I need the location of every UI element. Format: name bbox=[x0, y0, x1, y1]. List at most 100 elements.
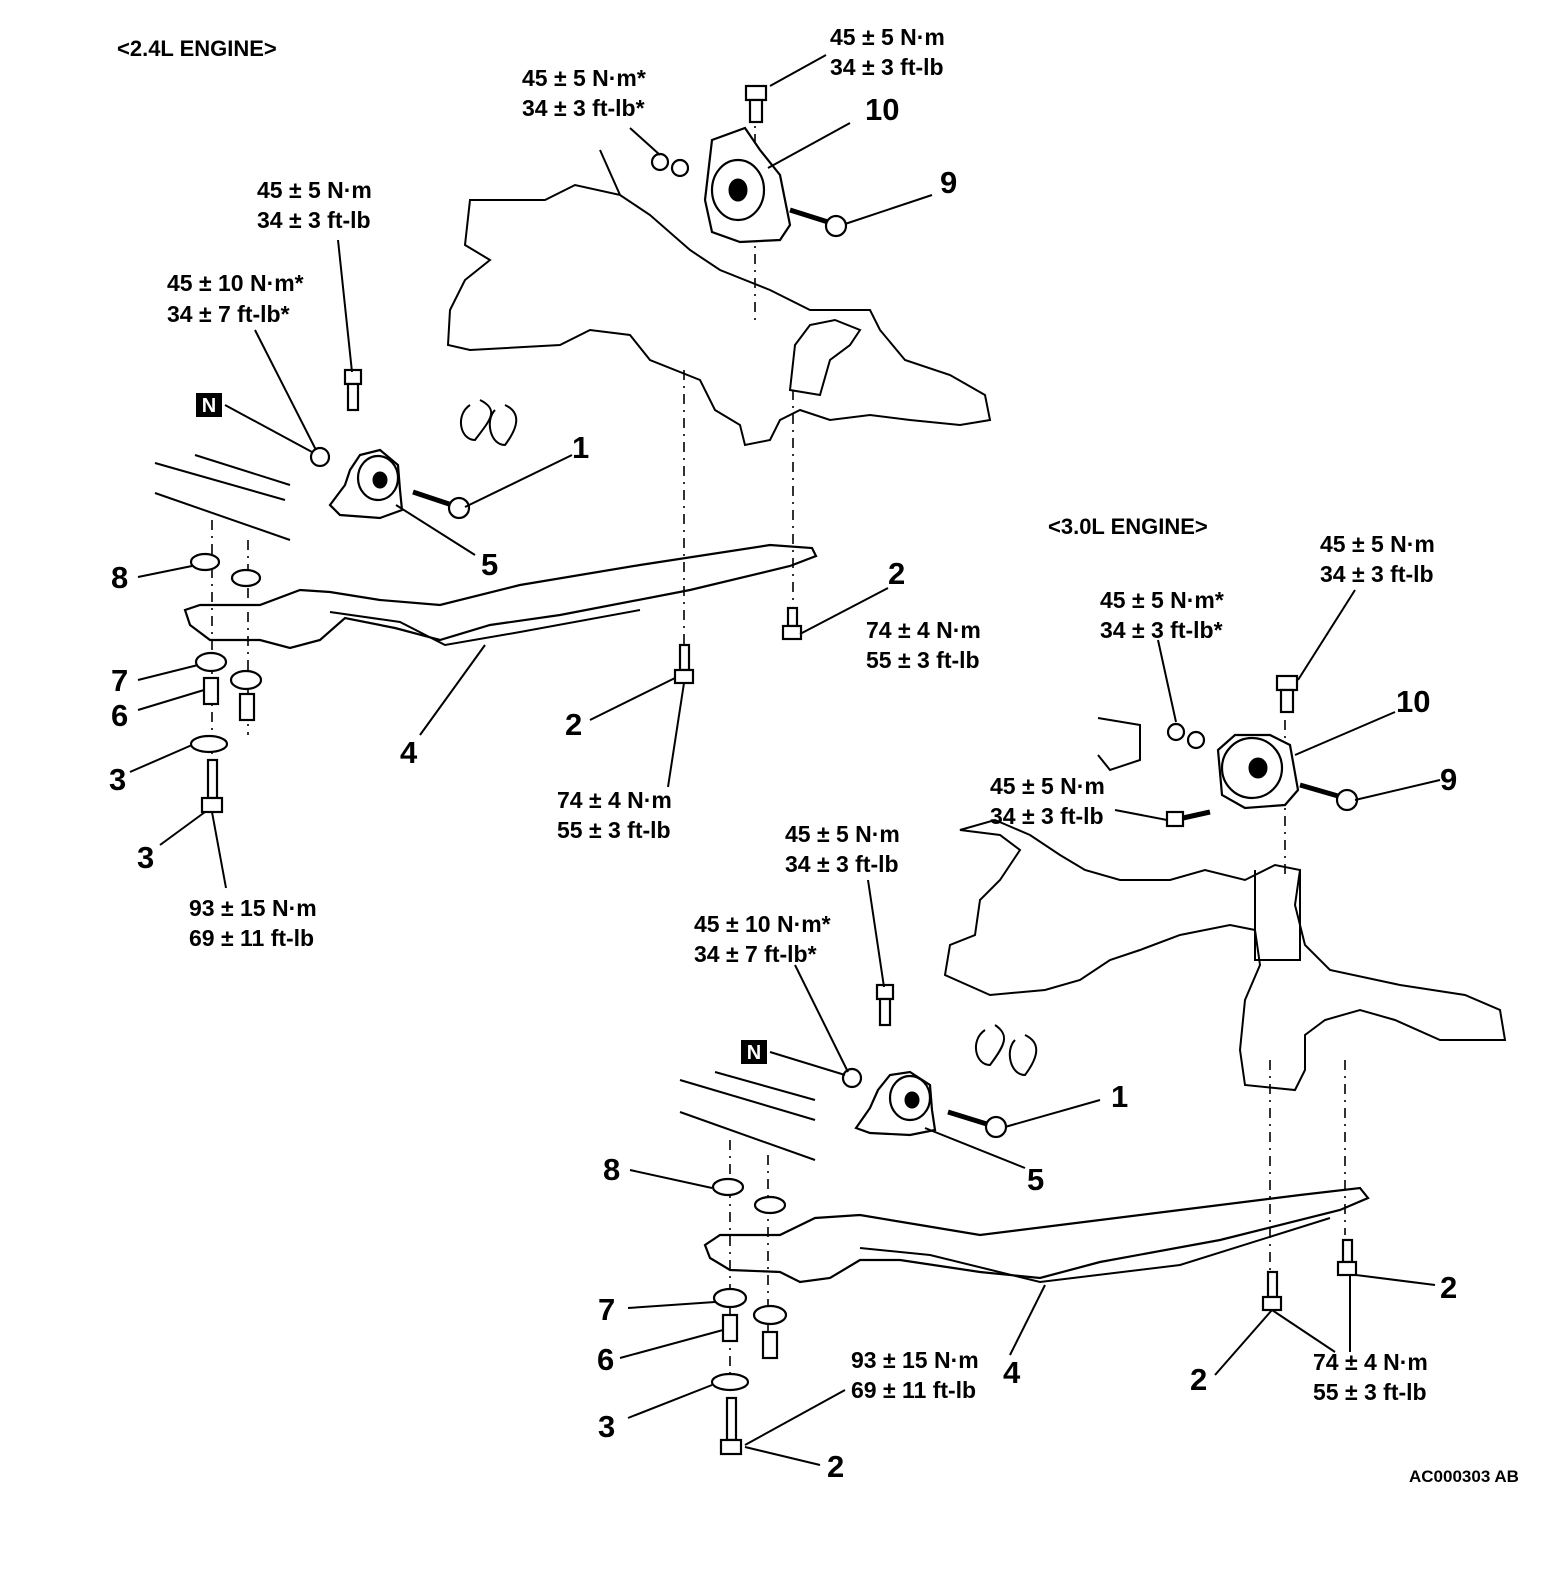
engine-24-frame-line bbox=[194, 454, 291, 486]
callout-2: 2 bbox=[888, 556, 905, 591]
engine-30-mount-5 bbox=[854, 1070, 937, 1137]
torque-ftlb: 55 ± 3 ft-lb bbox=[866, 647, 980, 673]
leader bbox=[1214, 1309, 1273, 1376]
torque-nm: 45 ± 5 N·m bbox=[990, 773, 1105, 799]
torque-nm: 45 ± 5 N·m bbox=[257, 177, 372, 203]
torque-ftlb: 34 ± 3 ft-lb bbox=[830, 54, 944, 80]
torque-ftlb: 69 ± 11 ft-lb bbox=[851, 1377, 976, 1403]
engine-30-mount-nut bbox=[1186, 730, 1206, 750]
leader bbox=[627, 1301, 716, 1309]
torque-nm: 45 ± 10 N·m* bbox=[694, 911, 831, 937]
engine-24-n-nut bbox=[309, 446, 331, 468]
engine-30-n-badge bbox=[741, 1040, 767, 1064]
callout-6: 6 bbox=[597, 1342, 614, 1377]
engine-30-body-outline bbox=[943, 818, 1507, 1092]
callout-2: 2 bbox=[1190, 1362, 1207, 1397]
leader bbox=[794, 964, 849, 1073]
torque-ftlb: 69 ± 11 ft-lb bbox=[189, 925, 314, 951]
leader bbox=[1271, 1309, 1336, 1353]
engine-24-mount-nut bbox=[670, 158, 690, 178]
engine-24-body-outline bbox=[446, 149, 992, 447]
engine-24-top-bolt bbox=[744, 84, 768, 124]
leader bbox=[627, 1384, 713, 1419]
torque-nm: 93 ± 15 N·m bbox=[189, 895, 317, 921]
engine-24-header: <2.4L ENGINE> bbox=[117, 36, 277, 61]
callout-2: 2 bbox=[827, 1449, 844, 1484]
leader bbox=[395, 504, 476, 556]
engine-24-hook-b bbox=[488, 404, 518, 447]
engine-24-rear-bolt-2 bbox=[781, 606, 803, 641]
torque-ftlb: 34 ± 3 ft-lb* bbox=[522, 95, 645, 121]
leader bbox=[137, 565, 193, 578]
engine-30-front-bolt bbox=[719, 1396, 743, 1456]
leader bbox=[224, 404, 313, 453]
engine-24-body-post bbox=[788, 318, 862, 397]
leader bbox=[744, 1389, 846, 1446]
torque-nm: 45 ± 10 N·m* bbox=[167, 270, 304, 296]
callout-4: 4 bbox=[1003, 1355, 1021, 1390]
engine-30-header: <3.0L ENGINE> bbox=[1048, 514, 1208, 539]
engine-30-hook-b bbox=[1008, 1034, 1038, 1077]
engine-24-assembly: <2.4L ENGINE> bbox=[109, 24, 992, 951]
engine-24-through-bolt-9 bbox=[789, 207, 848, 238]
torque-ftlb: 34 ± 3 ft-lb bbox=[1320, 561, 1434, 587]
callout-3: 3 bbox=[137, 840, 154, 875]
engine-30-side-bolt bbox=[1165, 809, 1211, 828]
leader bbox=[1157, 639, 1177, 723]
engine-30-sleeve-6 bbox=[721, 1313, 779, 1360]
engine-24-frame-line bbox=[154, 462, 286, 501]
callout-9: 9 bbox=[1440, 762, 1457, 797]
leader bbox=[924, 1127, 1026, 1169]
engine-24-bolt-1 bbox=[412, 489, 471, 520]
leader bbox=[464, 454, 573, 508]
leader bbox=[769, 1051, 846, 1076]
callout-2: 2 bbox=[1440, 1270, 1457, 1305]
engine-24-mount5-bolt bbox=[343, 368, 363, 412]
torque-nm: 45 ± 5 N·m* bbox=[1100, 587, 1224, 613]
engine-30-assembly: <3.0L ENGINE> bbox=[597, 514, 1507, 1484]
torque-ftlb: 34 ± 3 ft-lb bbox=[257, 207, 371, 233]
torque-ftlb: 34 ± 3 ft-lb bbox=[785, 851, 899, 877]
engine-24-washer-3 bbox=[189, 734, 229, 754]
engine-30-frame-line bbox=[679, 1079, 816, 1121]
leader bbox=[844, 194, 933, 225]
engine-24-bushing-8 bbox=[189, 552, 262, 588]
engine-24-mount-5 bbox=[328, 448, 404, 520]
leader bbox=[1297, 589, 1356, 681]
leader bbox=[137, 689, 205, 711]
leader bbox=[129, 744, 193, 773]
engine-30-crossmember bbox=[703, 1186, 1370, 1284]
leader bbox=[159, 811, 206, 846]
torque-nm: 74 ± 4 N·m bbox=[557, 787, 672, 813]
engine-24-center-bolt-2 bbox=[673, 643, 695, 685]
engine-24-mount-nut bbox=[650, 152, 670, 172]
callout-10: 10 bbox=[865, 92, 899, 127]
engine-30-n-badge-text: N bbox=[747, 1042, 761, 1064]
leader bbox=[1294, 711, 1396, 756]
callout-1: 1 bbox=[572, 430, 589, 465]
leader bbox=[211, 811, 227, 889]
engine-24-crossmember-edge bbox=[329, 609, 641, 647]
leader bbox=[337, 239, 353, 373]
torque-ftlb: 34 ± 3 ft-lb bbox=[990, 803, 1104, 829]
engine-24-crossmember bbox=[183, 543, 818, 650]
leader bbox=[744, 1446, 821, 1466]
engine-30-bushing-8 bbox=[711, 1177, 787, 1215]
engine-30-rear-bolt-2 bbox=[1261, 1270, 1283, 1312]
engine-30-body-post bbox=[1254, 870, 1301, 961]
leader bbox=[1354, 779, 1441, 801]
leader bbox=[867, 879, 885, 988]
callout-2: 2 bbox=[565, 707, 582, 742]
engine-30-top-bolt bbox=[1275, 674, 1299, 714]
leader bbox=[767, 122, 851, 169]
engine-30-hook-a bbox=[975, 1024, 1005, 1067]
leader bbox=[629, 1169, 713, 1189]
leader bbox=[769, 54, 827, 87]
leader bbox=[1009, 1284, 1046, 1356]
callout-7: 7 bbox=[111, 663, 128, 698]
engine-30-n-nut bbox=[841, 1067, 863, 1089]
leader bbox=[1355, 1274, 1436, 1286]
callout-3: 3 bbox=[598, 1409, 615, 1444]
callout-5: 5 bbox=[481, 547, 498, 582]
engine-30-rear-bolt-2 bbox=[1336, 1238, 1358, 1277]
